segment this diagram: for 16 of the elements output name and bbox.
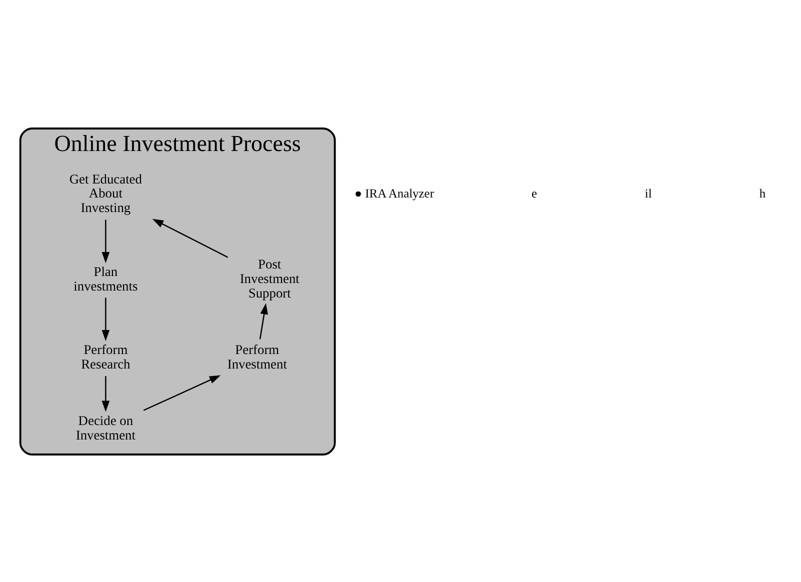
label: e (531, 186, 538, 200)
label: ● IRA Analyzer (354, 186, 434, 200)
node-text: Get Educated About Investing (69, 170, 142, 215)
node-text: Post Investment Support (240, 256, 300, 300)
arrow (102, 219, 110, 263)
node-text: Decide on Investment (76, 412, 136, 442)
arrow (102, 376, 110, 412)
arrow (143, 374, 221, 410)
node-text: Perform Investment (227, 342, 287, 371)
node-text: Plan investments (74, 263, 138, 293)
label: il (644, 186, 652, 200)
arrow (152, 218, 228, 258)
arrow (259, 302, 268, 339)
node-text: Perform Research (81, 342, 130, 371)
arrow (102, 297, 110, 341)
label: h (759, 186, 766, 200)
